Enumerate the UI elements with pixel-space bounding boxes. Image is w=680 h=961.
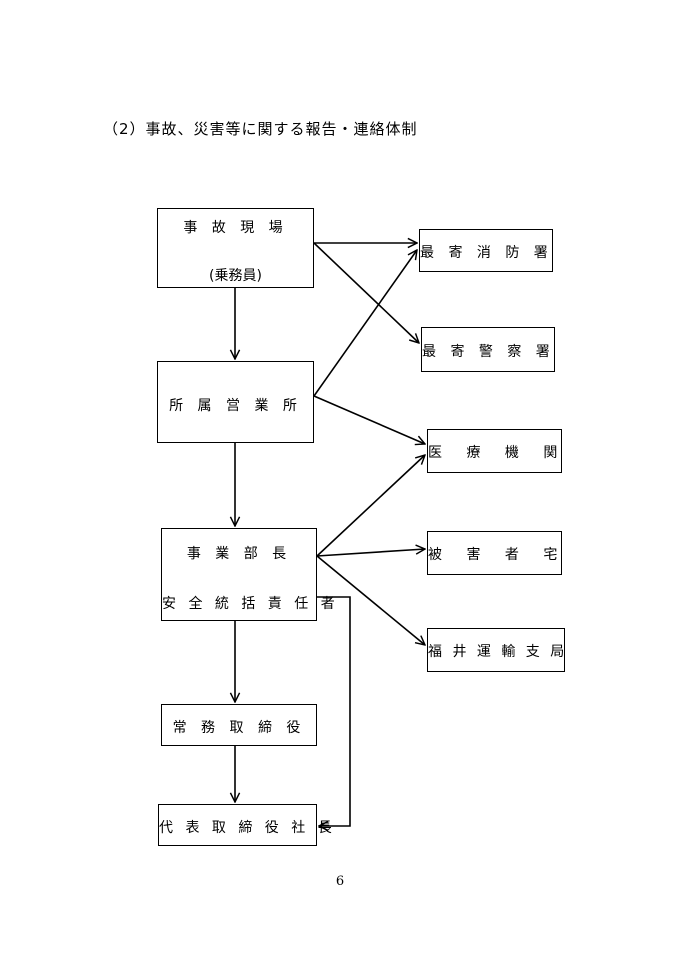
node-manager-subtitle: 安 全 統 括 責 任 者 — [162, 596, 339, 612]
node-executive-director: 常 務 取 締 役 — [161, 704, 317, 746]
section-heading: （2）事故、災害等に関する報告・連絡体制 — [103, 120, 418, 138]
node-office: 所 属 営 業 所 — [157, 361, 314, 443]
arrow-office-to-fire — [313, 250, 417, 397]
node-victim-home-label: 被 害 者 宅 — [428, 547, 568, 563]
arrow-manager-to-victim — [316, 549, 425, 557]
arrow-office-to-medical — [313, 395, 425, 444]
node-accident-site-title: 事 故 現 場 — [183, 220, 288, 236]
node-transport-bureau-label: 福 井 運 輸 支 局 — [428, 644, 568, 660]
node-police-station-label: 最 寄 警 察 署 — [422, 344, 555, 360]
node-executive-director-label: 常 務 取 締 役 — [172, 720, 306, 736]
node-office-label: 所 属 営 業 所 — [169, 398, 302, 414]
arrow-manager-to-president — [317, 596, 351, 826]
node-victim-home: 被 害 者 宅 — [427, 531, 562, 575]
node-president-label: 代 表 取 締 役 社 長 — [159, 820, 336, 836]
node-fire-station: 最 寄 消 防 署 — [419, 229, 553, 272]
node-president: 代 表 取 締 役 社 長 — [158, 804, 336, 846]
arrow-site-to-police — [313, 242, 419, 343]
arrow-manager-to-bureau — [316, 555, 425, 645]
node-accident-site-subtitle: (乗務員) — [209, 268, 262, 284]
node-police-station: 最 寄 警 察 署 — [421, 327, 555, 372]
arrow-manager-to-medical — [316, 455, 425, 557]
node-medical-label: 医 療 機 関 — [428, 445, 568, 461]
page-number: 6 — [335, 874, 345, 889]
node-fire-station-label: 最 寄 消 防 署 — [420, 245, 553, 261]
node-manager-title: 事 業 部 長 — [186, 546, 292, 562]
node-manager: 事 業 部 長 安 全 統 括 責 任 者 — [161, 528, 339, 621]
node-accident-site: 事 故 現 場 (乗務員) — [157, 208, 314, 288]
node-medical: 医 療 機 関 — [427, 429, 562, 473]
node-transport-bureau: 福 井 運 輸 支 局 — [427, 628, 565, 672]
